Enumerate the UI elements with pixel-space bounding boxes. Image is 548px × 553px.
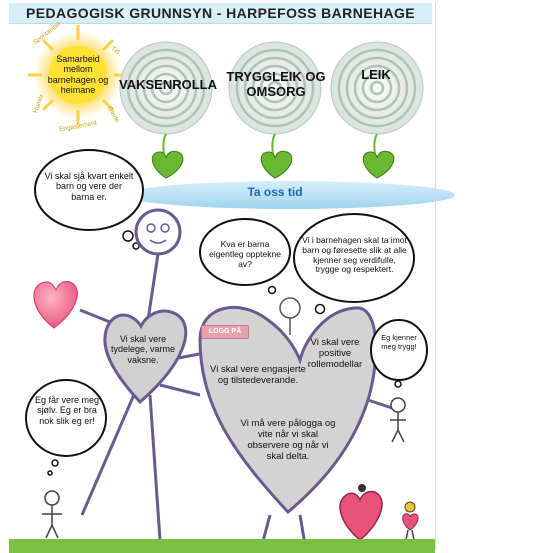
flower-vaksenrolla: [119, 41, 213, 179]
title-bar: PEDAGOGISK GRUNNSYN - HARPEFOSS BARNEHAG…: [9, 3, 432, 24]
flower-label-vaksenrolla: VAKSENROLLA: [119, 77, 217, 92]
sky-banner: [125, 181, 455, 209]
small-heart: [103, 309, 188, 405]
flower-leik: [330, 41, 424, 179]
bubble-small-right: [370, 319, 428, 388]
stick-figure-adult: [79, 208, 221, 541]
page-title: PEDAGOGISK GRUNNSYN - HARPEFOSS BARNEHAG…: [26, 5, 415, 21]
bubble-top-left: [34, 149, 144, 250]
big-heart-bottom-text: Vi må vere pålogga og vite når vi skal o…: [240, 418, 336, 462]
bubble-center: [199, 218, 291, 295]
bubble-bottom-left-text: Eg får vere meg sjølv. Eg er bra nok sli…: [34, 395, 100, 426]
grass: [9, 539, 435, 553]
child-figure-right: [390, 397, 406, 443]
big-heart-left-text: Vi skal vere engasjerte og tilstedeveran…: [210, 364, 306, 386]
bubble-right: [293, 213, 415, 315]
flower-label-trygleik: TRYGGLEIK OG OMSORG: [226, 69, 326, 99]
bubble-right-text: Vi i barnehagen skal ta imot barn og før…: [302, 235, 407, 275]
poster-frame: [9, 3, 436, 550]
sun: [28, 25, 128, 125]
bubble-center-text: Kva er barna eigentleg opptekne av?: [209, 239, 281, 269]
ground-banner-text: Ta oss tid: [247, 185, 303, 199]
login-button[interactable]: LOGG PÅ: [201, 325, 249, 339]
flower-trygleik: [228, 41, 322, 179]
flower-label-leik: LEIK: [361, 67, 391, 82]
bubble-top-left-text: Vi skal sjå kvart enkelt barn og vere de…: [44, 171, 134, 202]
sun-text: Samarbeid mellom barnehagen og heimane: [47, 54, 109, 96]
small-heart-text: Vi skal vere tydelege, varme vaksne.: [110, 334, 176, 365]
pink-heart-left: [33, 281, 78, 329]
bubble-bottom-left: [25, 379, 107, 476]
child-figure-left: [42, 490, 62, 539]
child-figure-top: [279, 297, 301, 335]
big-heart-right-text: Vi skal vere positive rollemodellar: [307, 337, 363, 370]
bubble-small-right-text: Eg kjenner meg trygg!: [381, 333, 417, 351]
